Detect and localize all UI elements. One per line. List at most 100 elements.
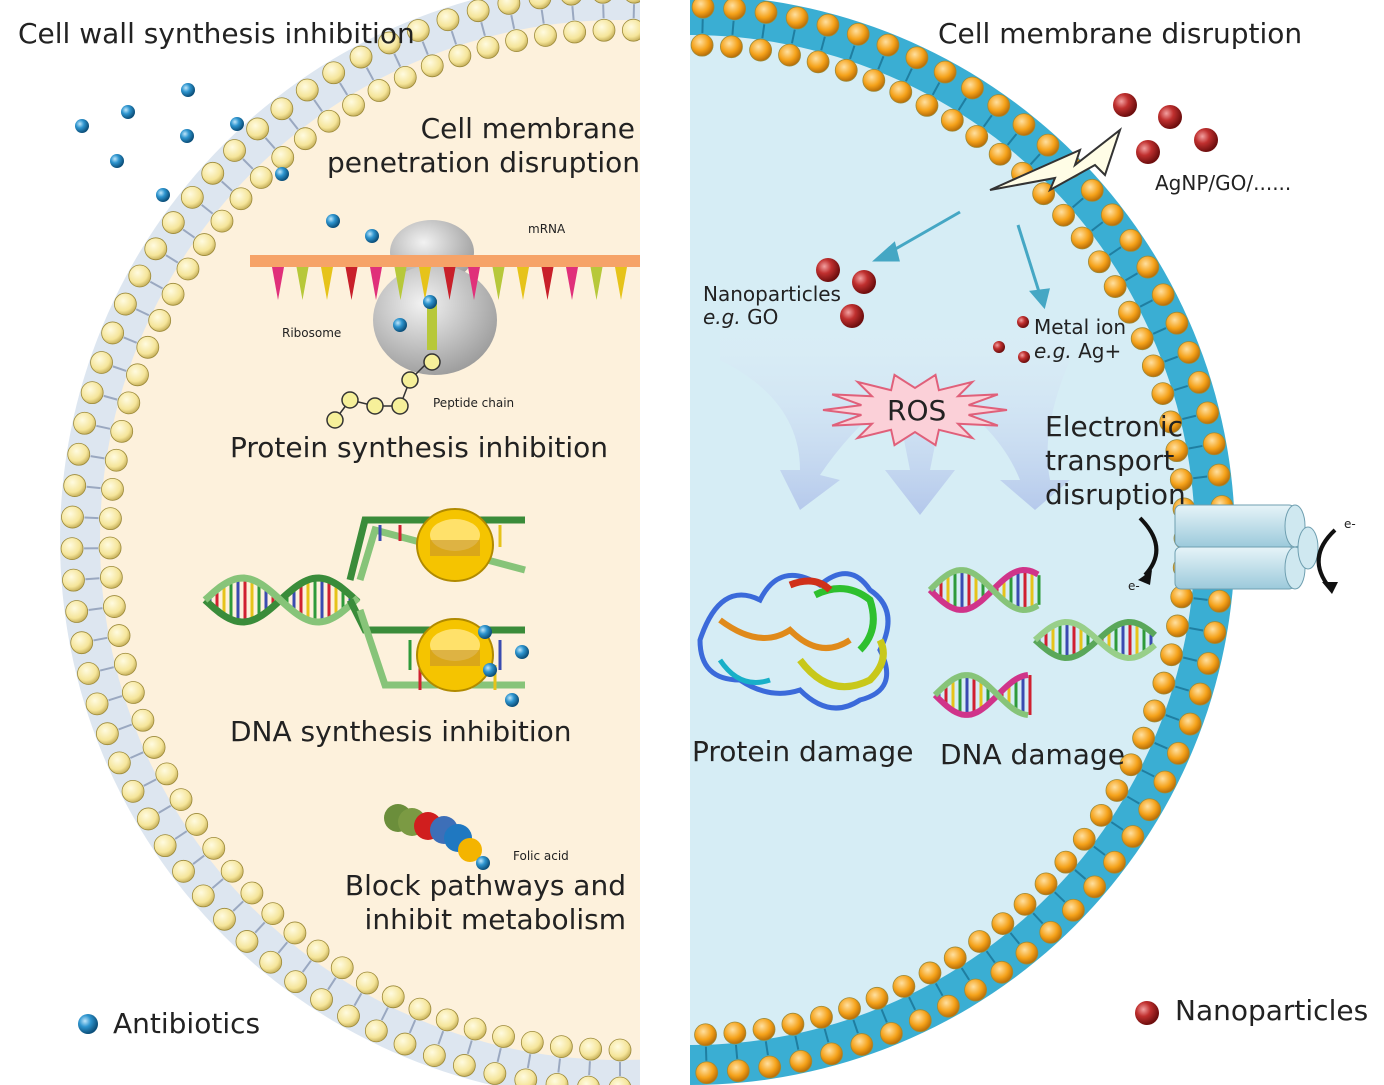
lipid-head (1202, 432, 1226, 456)
lipid-head (1054, 850, 1078, 874)
lipid-head (660, 0, 682, 18)
label-folic-acid: Folic acid (513, 849, 569, 863)
nanoparticle (852, 270, 876, 294)
lipid-tail (232, 900, 244, 912)
lipid-tail (353, 992, 363, 1007)
lipid-head (691, 0, 715, 19)
lipid-head (110, 419, 134, 443)
lipid-head (1187, 370, 1211, 394)
label-block-line1: Block pathways and (344, 869, 626, 902)
lipid-tail (327, 977, 337, 991)
lipid-tail (1091, 221, 1104, 232)
lipid-head (723, 1021, 747, 1045)
lipid-head (77, 662, 100, 685)
lipid-head (1119, 753, 1143, 777)
lipid-head (1121, 825, 1145, 848)
lipid-head (545, 1072, 569, 1085)
lipid-tail (880, 1009, 888, 1023)
lipid-head (381, 985, 405, 1009)
lipid-head (695, 1061, 719, 1085)
lipid-head (987, 94, 1011, 117)
lipid-head (1166, 614, 1189, 638)
label-protein-damage: Protein damage (692, 735, 914, 768)
antibiotic-particle (275, 167, 289, 181)
lipid-head (98, 536, 122, 560)
lipid-tail (764, 1041, 769, 1056)
label-nano-example: e.g. GO (703, 306, 778, 329)
lipid-head (142, 736, 166, 759)
lipid-head (107, 624, 131, 647)
lipid-head (1151, 283, 1175, 307)
lipid-head (121, 681, 145, 704)
helix-strand (927, 567, 1040, 614)
lipid-head (621, 18, 640, 42)
lipid-tail (242, 158, 254, 170)
lipid-tail (852, 1019, 859, 1034)
lipid-head (337, 1004, 360, 1028)
lipid-tail (339, 82, 349, 96)
lipid-head (121, 779, 145, 803)
lipid-head (191, 884, 215, 908)
antibiotic-particle (515, 645, 529, 659)
lipid-head (463, 1017, 487, 1041)
lipid-tail (820, 36, 826, 51)
lipid-head (1159, 410, 1183, 434)
lipid-head (991, 912, 1015, 935)
lipid-tail (1139, 299, 1154, 308)
lipid-head (561, 0, 582, 6)
lipid-tail (1074, 869, 1087, 880)
lipid-tail (393, 53, 402, 67)
lipid-tail (1182, 656, 1198, 662)
nanoparticle (1017, 316, 1029, 328)
lipid-head (1136, 255, 1160, 279)
dna-double-helix (202, 574, 361, 626)
lipid-tail (277, 941, 289, 954)
right-cytoplasm (690, 35, 1195, 1045)
lipid-tail (960, 967, 971, 981)
lipid-head (483, 1062, 507, 1085)
label-ros: ROS (887, 394, 947, 427)
lipid-tail (731, 20, 735, 35)
lipid-head (834, 58, 858, 82)
lipid-head (850, 1033, 874, 1056)
lipid-tail (571, 6, 575, 21)
lipid-tail (254, 921, 266, 934)
lipid-head (785, 6, 809, 30)
helix-strand (932, 672, 1029, 718)
antibiotic-particle (365, 229, 379, 243)
lipid-head (806, 50, 830, 74)
lipid-head (594, 0, 612, 4)
lipid-head (1080, 178, 1104, 202)
antibiotic-particle (156, 188, 170, 202)
lipid-head (862, 68, 886, 92)
lipid-tail (1110, 821, 1124, 831)
lipid-tail (201, 204, 214, 215)
lipid-head (107, 751, 131, 775)
lipid-tail (496, 1047, 502, 1063)
lipid-head (235, 930, 259, 953)
lipid-head (113, 292, 137, 316)
lipid-head (223, 139, 246, 162)
label-protein-synthesis: Protein synthesis inhibition (230, 431, 608, 464)
lipid-head (1177, 341, 1201, 364)
membrane-channel (1138, 504, 1338, 594)
peptide-chain (326, 353, 441, 429)
codon (541, 267, 554, 300)
label-metal-example: e.g. Ag+ (1034, 340, 1121, 363)
lipid-tail (165, 254, 179, 264)
lipid-tail (908, 996, 917, 1011)
lipid-head (148, 309, 172, 332)
lipid-head (1034, 872, 1058, 896)
nanoparticle (1136, 140, 1160, 164)
lipid-head (466, 0, 490, 23)
lipid-head (113, 652, 137, 676)
codon (296, 267, 309, 300)
lipid-head (579, 1037, 603, 1061)
lipid-tail (93, 636, 108, 642)
lipid-head (330, 956, 354, 980)
lipid-head (144, 237, 168, 261)
lipid-tail (849, 45, 856, 60)
lipid-tail (931, 82, 941, 96)
codon (394, 267, 407, 300)
